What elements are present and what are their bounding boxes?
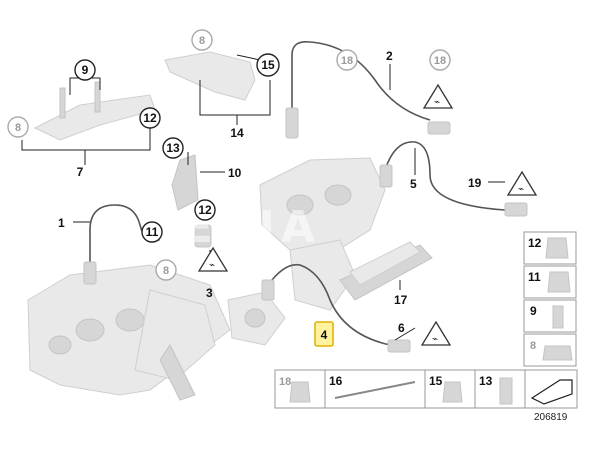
- oxygen-sensor-5: [379, 141, 528, 217]
- callout-14[interactable]: 14: [230, 126, 244, 140]
- cable-tie-icon: [334, 381, 416, 399]
- oxygen-sensor-4: [261, 263, 411, 353]
- callout-12[interactable]: 12: [194, 199, 216, 221]
- svg-text:15: 15: [261, 58, 275, 72]
- lower-exhaust-manifold: [27, 264, 231, 401]
- callout-3[interactable]: 3: [206, 286, 213, 300]
- callout-11[interactable]: 11: [141, 221, 163, 243]
- callout-18[interactable]: 18: [336, 49, 358, 71]
- callout-13[interactable]: 13: [162, 137, 184, 159]
- heat-shield: [339, 241, 433, 301]
- callout-19[interactable]: 19: [468, 176, 482, 190]
- legend-label-9: 9: [530, 304, 537, 318]
- svg-text:4: 4: [321, 328, 328, 342]
- clip-icon: [545, 237, 569, 259]
- warning-triangle-icon: ⌁: [420, 320, 452, 346]
- callout-8[interactable]: 8: [7, 116, 29, 138]
- warning-triangle-icon: ⌁: [506, 170, 538, 196]
- callout-9[interactable]: 9: [74, 59, 96, 81]
- svg-text:11: 11: [146, 225, 159, 239]
- callout-5[interactable]: 5: [410, 177, 417, 191]
- callout-4-highlighted[interactable]: 4: [314, 321, 334, 347]
- callout-10[interactable]: 10: [228, 166, 242, 180]
- legend-label-13: 13: [479, 374, 493, 388]
- legend-label-8: 8: [530, 340, 536, 352]
- bracket-set-top: [164, 51, 256, 101]
- clip-icon: [442, 381, 463, 403]
- svg-text:⌁: ⌁: [434, 97, 440, 108]
- svg-text:12: 12: [143, 111, 157, 125]
- callout-6[interactable]: 6: [398, 321, 405, 335]
- arrow-icon: [530, 379, 573, 405]
- legend-label-18: 18: [279, 376, 291, 388]
- upper-exhaust-manifold: [259, 157, 386, 311]
- bracket-10: [171, 154, 199, 211]
- callout-2[interactable]: 2: [386, 49, 393, 63]
- legend-label-12: 12: [528, 236, 542, 250]
- callout-8[interactable]: 8: [155, 259, 177, 281]
- callout-17[interactable]: 17: [394, 293, 408, 307]
- legend-right: 12 11 9 8: [523, 231, 577, 367]
- svg-text:⌁: ⌁: [518, 184, 524, 195]
- connector-11: [194, 224, 212, 248]
- callout-18[interactable]: 18: [429, 49, 451, 71]
- legend-label-15: 15: [429, 374, 443, 388]
- svg-text:12: 12: [198, 203, 212, 217]
- clamp-icon: [542, 345, 573, 361]
- svg-text:9: 9: [82, 63, 89, 77]
- svg-text:13: 13: [166, 141, 180, 155]
- oxygen-sensor-2: [285, 40, 451, 139]
- bolt-icon: [552, 305, 564, 329]
- svg-text:8: 8: [163, 265, 169, 277]
- svg-text:8: 8: [15, 122, 21, 134]
- clip-icon: [289, 381, 311, 403]
- bolt-icon: [499, 377, 513, 405]
- warning-triangle-icon: ⌁: [197, 246, 229, 272]
- warning-triangle-icon: ⌁: [422, 83, 454, 109]
- svg-text:18: 18: [341, 55, 353, 67]
- callout-12[interactable]: 12: [139, 107, 161, 129]
- legend-label-11: 11: [528, 270, 541, 284]
- legend-bottom: 18 16 15 13: [274, 369, 578, 409]
- callout-8[interactable]: 8: [191, 29, 213, 51]
- svg-text:⌁: ⌁: [432, 334, 438, 345]
- lower-flange: [227, 291, 286, 346]
- legend-label-16: 16: [329, 374, 343, 388]
- watermark-text: SEXIA: [145, 202, 321, 253]
- callout-1[interactable]: 1: [58, 216, 65, 230]
- svg-text:18: 18: [434, 55, 446, 67]
- reference-number: 206819: [534, 412, 568, 423]
- callout-7[interactable]: 7: [77, 165, 84, 179]
- callout-15[interactable]: 15: [256, 53, 280, 77]
- svg-text:8: 8: [199, 35, 205, 47]
- svg-text:⌁: ⌁: [209, 260, 215, 271]
- clip-icon: [547, 271, 571, 293]
- bracket-set-left: [33, 81, 156, 141]
